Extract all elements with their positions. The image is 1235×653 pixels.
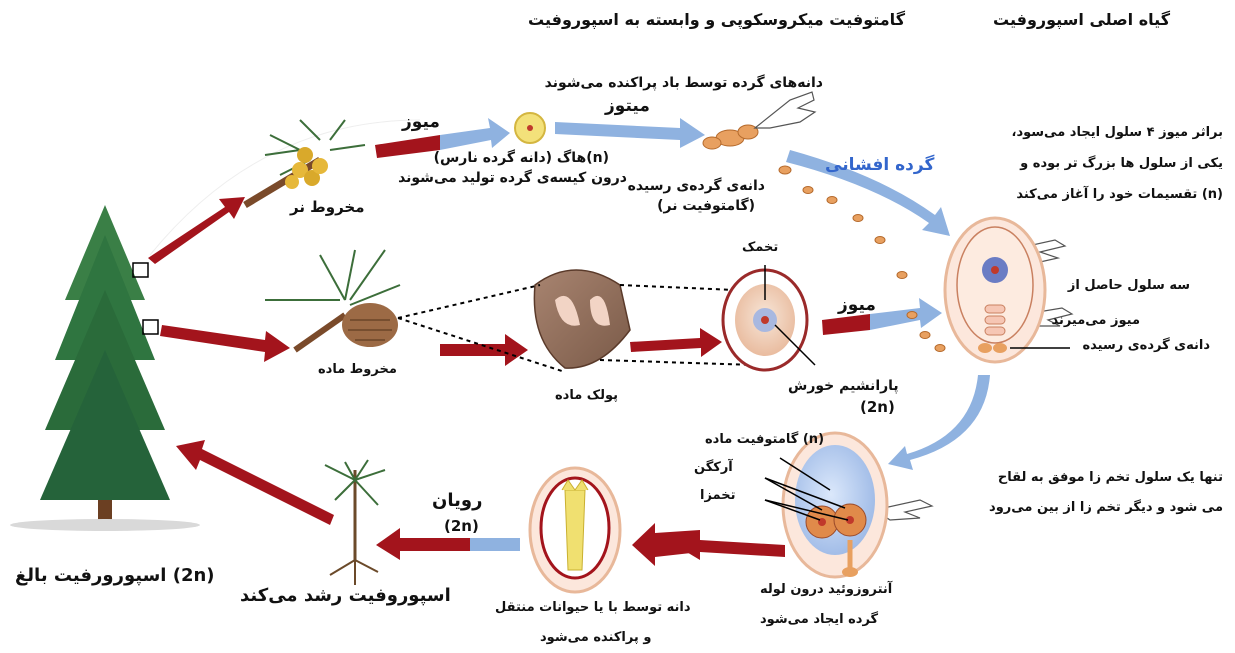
label-embryo: رویان — [432, 490, 482, 511]
label-haploid-l2: درون کیسه‌ی گرده تولید می‌شوند — [398, 170, 627, 186]
label-mature-pollen-l2: (گامتوفیت نر) — [657, 198, 755, 214]
label-seed-l1: دانه توسط با یا حیوانات منتقل — [495, 600, 691, 615]
header-sporophyte: گیاه اصلی اسپوروفیت — [993, 10, 1170, 29]
label-pollen-dispersed: دانه‌های گرده توسط باد پراکنده می‌شوند — [545, 75, 823, 91]
label-antherozoid-l2: گرده ایجاد می‌شود — [760, 612, 878, 627]
label-mature-pollen-l1: دانه‌ی گرده‌ی رسیده — [628, 178, 765, 194]
label-haploid-l1: (n)هاگ (دانه گرده نارس) — [434, 150, 609, 166]
label-pollination: گرده افشانی — [825, 155, 934, 175]
ovule — [723, 265, 815, 370]
female-cone-marker — [143, 320, 158, 334]
seedling — [325, 460, 385, 585]
label-only-one-l1: تنها یک سلول تخم زا موفق به لقاح — [998, 470, 1223, 485]
label-antherozoid-l1: آنتروزوئید درون لوله — [760, 582, 892, 597]
label-meiosis-mid: میوز — [838, 295, 876, 315]
header-gametophyte: گامتوفیت میکروسکوپی و وابسته به اسپوروفی… — [528, 10, 905, 29]
label-three-cells-l1: سه سلول حاصل از — [1068, 278, 1190, 293]
label-meiosis-note-l1: براثر میوز ۴ سلول ایجاد می‌سود، — [1012, 125, 1223, 140]
label-meiosis-top: میوز — [402, 112, 440, 132]
label-only-one-l2: می شود و دیگر تخم زا از بین می‌رود — [989, 500, 1223, 515]
female-cone — [265, 250, 400, 350]
seed — [530, 468, 620, 592]
label-adult-sporophyte: (2n) اسپورورفیت بالغ — [15, 565, 215, 586]
label-archegonium: آرکگن — [694, 460, 733, 475]
male-cone — [245, 120, 365, 205]
label-meiosis-note-l2: یکی از سلول ها بزرگ تر بوده و — [1020, 156, 1223, 171]
label-sporophyte-grows: اسپوروفیت رشد می‌کند — [240, 585, 451, 606]
label-female-scale: پولک ماده — [555, 388, 618, 403]
label-embryo-ploidy: (2n) — [444, 517, 479, 535]
female-scale — [534, 270, 630, 368]
label-seed-l2: و پراکنده می‌شود — [540, 630, 651, 645]
label-female-gametophyte: (n) گامتوفیت ماده — [705, 432, 824, 447]
label-male-cone: مخروط نر — [290, 198, 365, 216]
label-nucellus-ploidy: (2n) — [860, 398, 895, 416]
haploid-spore — [515, 113, 545, 143]
adult-sporophyte-tree — [10, 205, 200, 531]
label-three-cells-l2: میوز می‌میرند — [1051, 313, 1140, 328]
label-ovule: تخمک — [742, 240, 778, 255]
label-meiosis-note-l3: (n) تقسیمات خود را آغاز می‌کند — [1016, 187, 1223, 202]
ovule-megaspore — [945, 218, 1070, 362]
male-cone-marker — [133, 263, 148, 277]
label-mitosis-top: میتوز — [605, 96, 650, 116]
label-mature-pollen-right: دانه‌ی گرده‌ی رسیده — [1082, 338, 1210, 353]
label-egg: تخمزا — [700, 488, 736, 503]
label-nucellus: پارانشیم خورش — [788, 378, 899, 394]
label-female-cone: مخروط ماده — [318, 362, 397, 377]
